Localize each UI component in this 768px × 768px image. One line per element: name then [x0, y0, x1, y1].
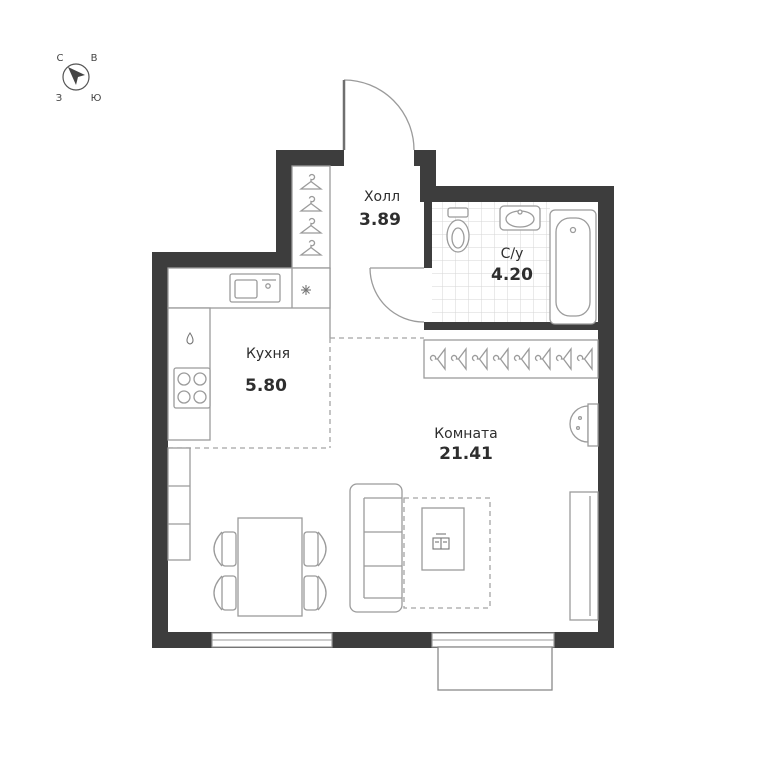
- coffee-table: [421, 507, 465, 571]
- bathtub: [549, 209, 597, 325]
- window-right: [431, 632, 555, 648]
- kitchen-label: Кухня 5.80: [245, 346, 290, 396]
- walls: [152, 150, 614, 648]
- bathroom-side-wall: [424, 202, 432, 268]
- entrance-door: [342, 79, 415, 151]
- burner: [177, 372, 191, 386]
- kitchen-sink: [229, 273, 281, 303]
- burner: [177, 390, 191, 404]
- hall-name: Холл: [364, 189, 400, 205]
- living-room-name: Комната: [434, 426, 498, 442]
- chair-right-top: [303, 531, 327, 567]
- rug: [403, 497, 491, 609]
- chair-right-bottom: [303, 575, 327, 611]
- left-cabinet: [167, 447, 191, 561]
- bathroom-top-wall: [420, 186, 614, 202]
- burner: [193, 390, 207, 404]
- bathroom-bottom-wall: [424, 322, 598, 330]
- bathroom-sink: [499, 205, 541, 231]
- bathroom-label: С/у 4.20: [491, 246, 533, 285]
- water-drop-icon: [186, 332, 194, 345]
- hall-wardrobe: [291, 165, 331, 269]
- laptop-icon: [432, 533, 450, 550]
- bathroom-name: С/у: [501, 246, 524, 262]
- kitchen-area: 5.80: [245, 376, 287, 396]
- stove: [173, 367, 211, 409]
- right-wall: [598, 186, 614, 648]
- compass-ring: [62, 63, 90, 91]
- compass-south-label: Ю: [91, 93, 102, 104]
- hall-top-wall-left: [276, 150, 344, 166]
- balcony: [437, 646, 553, 691]
- chair-left-top: [213, 531, 237, 567]
- window-left: [211, 632, 333, 648]
- hall-label: Холл 3.89: [359, 189, 401, 230]
- tv-stand: [569, 491, 599, 621]
- kitchen-name: Кухня: [246, 346, 290, 362]
- toilet: [446, 207, 470, 253]
- compass-east-label: В: [91, 53, 98, 64]
- ventilation-icon: [301, 285, 311, 295]
- bathroom-door: [369, 267, 425, 323]
- hall-left-wall: [276, 150, 292, 268]
- compass-north-label: С: [57, 53, 64, 64]
- living-room-label: Комната 21.41: [434, 426, 498, 464]
- sofa: [349, 483, 403, 613]
- left-wall: [152, 252, 168, 648]
- room-wardrobe: [423, 339, 599, 379]
- compass: С В З Ю: [56, 53, 102, 104]
- wall-desk: [569, 403, 599, 447]
- dining-table: [237, 517, 303, 617]
- compass-arrow-icon: [68, 67, 85, 85]
- compass-west-label: З: [56, 93, 62, 104]
- chair-left-bottom: [213, 575, 237, 611]
- bathroom-area: 4.20: [491, 265, 533, 285]
- kitchen-top-wall: [152, 252, 292, 268]
- living-room-area: 21.41: [439, 444, 493, 464]
- hall-area: 3.89: [359, 210, 401, 230]
- burner: [193, 372, 207, 386]
